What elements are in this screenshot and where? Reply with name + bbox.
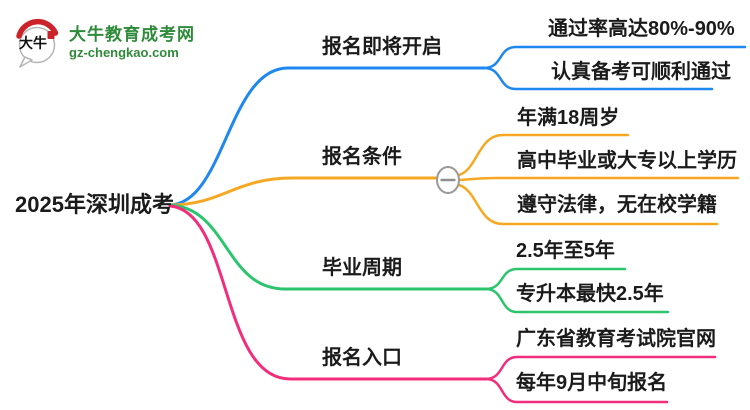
- leaf-node[interactable]: 认真备考可顺利通过: [551, 61, 731, 83]
- leaf-node[interactable]: 2.5年至5年: [516, 240, 615, 262]
- site-name: 大牛教育成考网: [69, 25, 195, 45]
- branch-orange-lines: [168, 133, 740, 226]
- child-line: [457, 133, 630, 177]
- logo-bubble-text: 大牛: [19, 35, 47, 52]
- child-line: [484, 287, 670, 314]
- branch-blue-lines: [168, 45, 747, 207]
- branch-line: [168, 204, 488, 381]
- logo-red-arc: [16, 18, 59, 39]
- leaf-node[interactable]: 遵守法律，无在校学籍: [517, 194, 717, 216]
- child-line: [457, 183, 719, 226]
- child-line: [482, 66, 714, 91]
- leaf-node[interactable]: 通过率高达80%-90%: [548, 18, 735, 40]
- child-line: [458, 176, 740, 182]
- branch-node-requirements[interactable]: 报名条件: [322, 146, 402, 168]
- branch-line: [168, 176, 438, 207]
- leaf-node[interactable]: 每年9月中旬报名: [516, 372, 668, 394]
- root-node[interactable]: 2025年深圳成考: [15, 192, 174, 217]
- branch-node-signup-opening[interactable]: 报名即将开启: [322, 36, 442, 58]
- leaf-node[interactable]: 广东省教育考试院官网: [516, 328, 716, 350]
- branch-node-graduation-cycle[interactable]: 毕业周期: [322, 257, 402, 279]
- child-line: [484, 377, 669, 404]
- branch-line: [168, 203, 488, 291]
- logo-bubble-icon: 大牛: [16, 18, 59, 68]
- branch-node-signup-portal[interactable]: 报名入口: [322, 347, 402, 369]
- branch-line: [168, 66, 486, 207]
- leaf-node[interactable]: 年满18周岁: [517, 107, 620, 129]
- leaf-node[interactable]: 高中毕业或大专以上学历: [517, 150, 737, 172]
- child-line: [484, 267, 627, 291]
- collapse-button[interactable]: [436, 166, 460, 194]
- branch-pink-lines: [168, 204, 717, 404]
- leaf-node[interactable]: 专升本最快2.5年: [516, 283, 664, 305]
- site-logo[interactable]: 大牛 大牛教育成考网 gz-chengkao.com: [14, 18, 195, 68]
- child-line: [482, 45, 747, 70]
- child-line: [484, 355, 717, 381]
- site-url: gz-chengkao.com: [69, 44, 179, 60]
- branch-green-lines: [168, 203, 670, 314]
- logo-red-seal: [47, 31, 55, 39]
